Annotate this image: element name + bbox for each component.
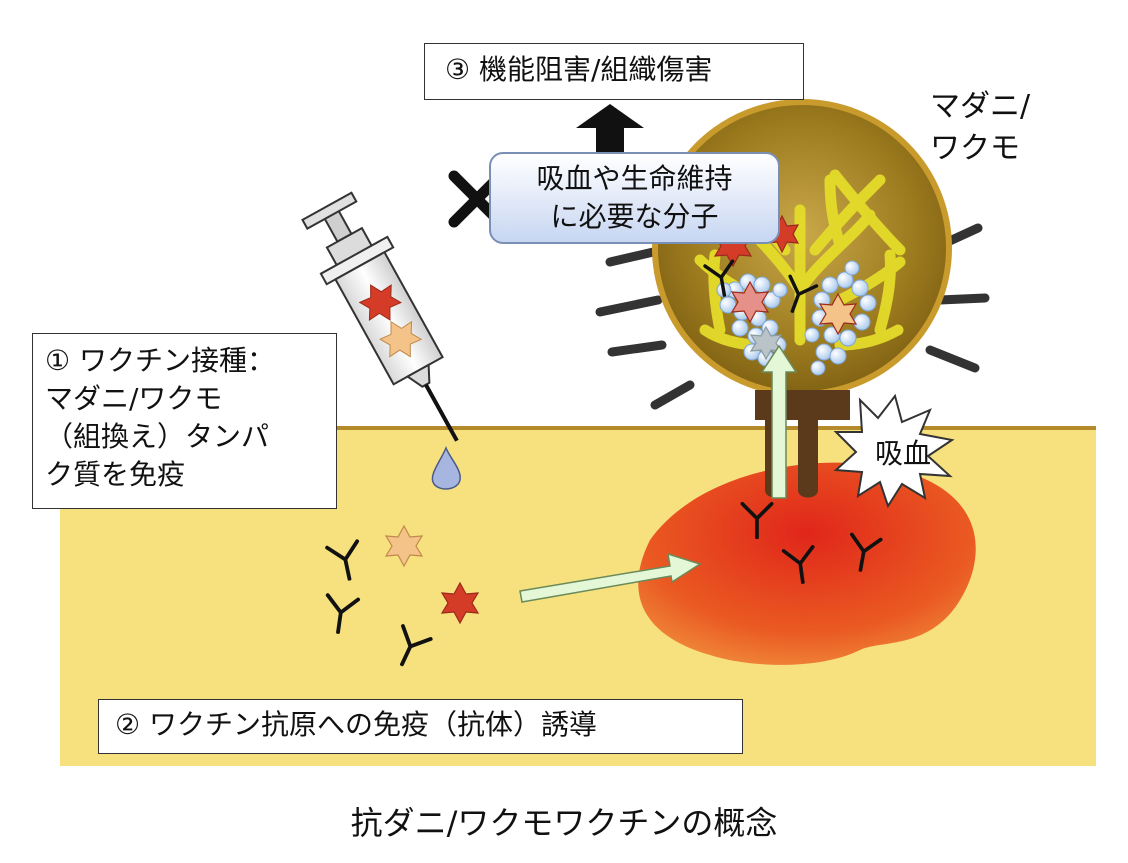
antigen-star-icon: [749, 325, 783, 361]
antigen-star-icon: [378, 320, 423, 358]
blood-pool: [638, 462, 976, 665]
essential-molecule-box: 吸血や生命維持 に必要な分子: [489, 152, 780, 244]
tick-label: マダニ/ ワクモ: [930, 86, 1030, 170]
antigen-star-icon: [818, 292, 858, 336]
antigen-star-icon: [730, 280, 770, 324]
bite-burst: [833, 393, 955, 509]
up-arrow-icon: [576, 104, 644, 152]
tick-label-line-2: ワクモ: [930, 131, 1020, 166]
figure-caption: 抗ダニ/ワクモワクチンの概念: [350, 804, 778, 842]
step1-line-3: （組換え）タンパ: [45, 420, 270, 453]
step1-line-1: ① ワクチン接種：: [45, 344, 276, 377]
molecule-line-1: 吸血や生命維持: [536, 162, 733, 195]
step2-immune-induction-box: ② ワクチン抗原への免疫（抗体）誘導: [98, 699, 743, 754]
step3-function-inhibition-box: ③ 機能阻害/組織傷害: [424, 43, 804, 100]
antigen-star-icon: [384, 524, 424, 568]
step1-line-2: マダニ/ワクモ: [45, 382, 223, 415]
vaccine-drop: [431, 446, 461, 490]
uptake-arrow: [760, 344, 798, 499]
antigen-star-icon: [358, 284, 402, 321]
molecule-line-2: に必要な分子: [550, 200, 719, 233]
transfer-arrow: [519, 552, 702, 603]
step1-line-4: ク質を免疫: [45, 458, 186, 491]
bite-label: 吸血: [874, 437, 931, 470]
syringe-icon: [301, 191, 459, 442]
antigen-star-icon: [440, 581, 480, 625]
tick-label-line-1: マダニ/: [930, 89, 1031, 124]
step1-vaccination-box: ① ワクチン接種： マダニ/ワクモ （組換え）タンパ ク質を免疫: [32, 333, 337, 509]
skin-antigens: [384, 524, 480, 625]
